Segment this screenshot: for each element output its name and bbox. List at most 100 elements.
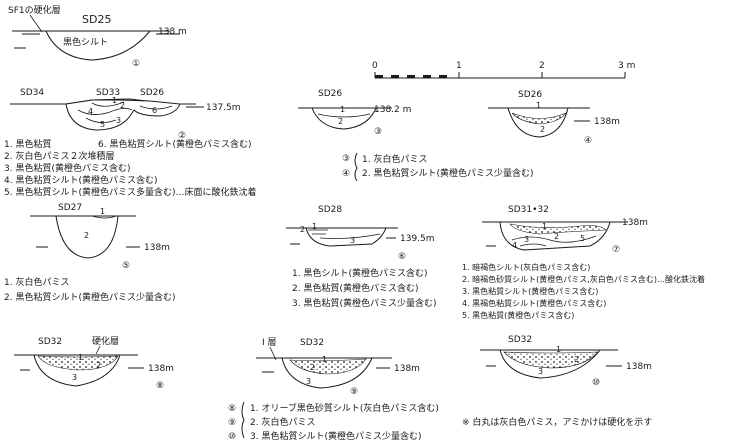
feature-label: SD32 (508, 335, 532, 345)
legend-item: 3. 黒色粘質(黄橙色パミス含む) (4, 162, 130, 174)
layer-3: 3 (350, 236, 355, 245)
legend-profile-7: 1. 暗褐色シルト(灰白色パミス含む) 2. 暗褐色砂質シルト(黄橙色パミス,灰… (462, 262, 705, 320)
layer-3: 3 (306, 377, 311, 386)
layer-3: 3 (524, 235, 529, 244)
layer-2: 2 (310, 363, 315, 372)
hardened-layer-label: 硬化層 (92, 335, 119, 347)
level-label: 138m (594, 117, 620, 127)
legend-item: 4. 黒褐色粘質シルト(黄橙色パミス含む) (462, 298, 606, 308)
profile-number: ④ (584, 136, 592, 146)
legend-item: 2. 灰白色パミス (250, 416, 315, 428)
level-label: 138m (394, 364, 420, 374)
feature-label: SD26 (318, 89, 342, 99)
legend-profile-5: 1. 灰白色パミス 2. 黒色粘質シルト(黄橙色パミス少量含む) (4, 276, 175, 303)
feature-label: SD32 (300, 338, 324, 348)
feature-label: SD32 (38, 337, 62, 347)
legend-item: 2. 黒色粘質(黄橙色パミス含む) (292, 282, 418, 294)
feature-label-sd33: SD33 (96, 88, 120, 98)
legend-profile-8-9-10: ⑧ ⑨ ⑩ 1. オリーブ黒色砂質シルト(灰白色パミス含む) 2. 灰白色パミス… (228, 401, 652, 442)
scale-tick: 0 (372, 61, 378, 71)
legend-profile-num: ⑩ (228, 432, 236, 442)
legend-item: 5. 黒色粘質(黄橙色パミス含む) (462, 310, 574, 320)
legend-profile-num: ④ (342, 169, 350, 179)
level-label: 137.5m (206, 103, 241, 113)
legend-profile-6: 1. 黒色シルト(黄橙色パミス含む) 2. 黒色粘質(黄橙色パミス含む) 3. … (292, 267, 436, 309)
level-label: 138m (626, 362, 652, 372)
layer-1: 1 (556, 345, 561, 354)
pattern-note: ※ 白丸は灰白色パミス，アミかけは硬化を示す (462, 416, 652, 428)
layer-1: 1 (536, 101, 541, 110)
legend-item: 6. 黒色粘質シルト(黄橙色パミス含む) (98, 138, 251, 150)
profile-number: ⑧ (156, 381, 164, 391)
profile-10-sd32: SD32 1 2 3 138m ⑩ (480, 335, 652, 388)
legend-item: 1. 黒色シルト(黄橙色パミス含む) (292, 267, 427, 279)
layer-2: 2 (120, 101, 125, 110)
profile-number: ⑤ (122, 261, 130, 271)
legend-item: 3. 黒色粘質(黄橙色パミス少量含む) (292, 297, 436, 309)
legend-profile-2: 1. 黒色粘質 2. 灰白色パミス２次堆積層 3. 黒色粘質(黄橙色パミス含む)… (4, 138, 256, 198)
profile-1-sd25: SF1の硬化層 SD25 黒色シルト 138 m ① (8, 4, 187, 69)
layer-1: 1 (100, 207, 105, 216)
layer-label: 黒色シルト (63, 36, 108, 48)
profile-8-sd32: SD32 硬化層 1 2 3 138m ⑧ (14, 335, 174, 391)
legend-item: 1. 灰白色パミス (362, 153, 427, 165)
layer-3: 3 (72, 373, 77, 382)
feature-label: SD31•32 (508, 205, 549, 215)
legend-item: 2. 灰白色パミス２次堆積層 (4, 150, 114, 162)
legend-item: 4. 黒色粘質シルト(黄橙色パミス含む) (4, 174, 157, 186)
feature-label-sd34: SD34 (20, 88, 44, 98)
layer-4: 4 (88, 107, 93, 116)
layer-1: 1 (542, 222, 547, 231)
layer-2: 2 (96, 361, 101, 370)
profile-4-sd26: SD26 1 2 138m ④ (488, 90, 620, 146)
layer-2: 2 (338, 117, 343, 126)
profile-5-sd27: SD27 1 2 138m ⑤ (30, 203, 170, 271)
scale-tick: 3 m (618, 61, 635, 71)
layer-2: 2 (300, 225, 305, 234)
layer-3: 3 (116, 116, 121, 125)
layer-2: 2 (574, 355, 579, 364)
level-label: 138.2 m (374, 105, 411, 115)
profile-number: ② (178, 131, 186, 141)
legend-profile-num: ③ (342, 154, 350, 164)
legend-profile-num: ⑧ (228, 404, 236, 414)
profile-number: ③ (374, 127, 382, 137)
layer-2: 2 (554, 232, 559, 241)
profile-6-sd28: SD28 1 2 3 139.5m ⑥ (286, 205, 435, 262)
scale-bar: 0 1 2 3 m (372, 61, 635, 79)
feature-label: SD28 (318, 205, 342, 215)
legend-item: 3. 黒色粘質シルト(黄橙色パミス含む) (462, 286, 598, 296)
layer-1: 1 (340, 105, 345, 114)
layer-1: 1 (322, 355, 327, 364)
layer-2: 2 (540, 125, 545, 134)
level-label: 138m (148, 364, 174, 374)
layer-2: 2 (84, 231, 89, 240)
stratum-label: I 層 (262, 337, 277, 348)
profile-number: ① (132, 59, 140, 69)
legend-item: 3. 黒色粘質シルト(黄橙色パミス少量含む) (250, 430, 421, 442)
scale-tick: 1 (456, 61, 462, 71)
legend-profile-3-4: ③ ④ 1. 灰白色パミス 2. 黒色粘質シルト(黄橙色パミス少量含む) (342, 152, 533, 182)
layer-4: 4 (512, 241, 517, 250)
layer-6: 6 (152, 106, 157, 115)
layer-1: 1 (78, 353, 83, 362)
legend-item: 1. 黒色粘質 (4, 138, 51, 150)
feature-label: SD25 (82, 13, 111, 26)
feature-label-sd26: SD26 (140, 88, 164, 98)
profile-2-sd34-sd33-sd26: SD34 SD33 SD26 1 2 3 4 5 6 137.5m ② (10, 88, 241, 141)
legend-item: 2. 暗褐色砂質シルト(黄橙色パミス,灰白色パミス含む)…酸化鉄沈着 (462, 274, 705, 284)
profile-number: ⑨ (350, 387, 358, 397)
level-label: 138m (622, 218, 648, 228)
legend-item: 5. 黒色粘質シルト(黄橙色パミス多量含む)…床面に酸化鉄沈着 (4, 186, 256, 198)
layer-5: 5 (100, 120, 105, 129)
level-label: 138m (144, 243, 170, 253)
feature-label: SD26 (518, 90, 542, 100)
legend-profile-num: ⑨ (228, 418, 236, 428)
legend-item: 1. 暗褐色シルト(灰白色パミス含む) (462, 262, 590, 272)
profile-number: ⑥ (398, 252, 406, 262)
legend-item: 1. オリーブ黒色砂質シルト(灰白色パミス含む) (250, 402, 439, 414)
feature-label: SD27 (58, 203, 82, 213)
scale-tick: 2 (539, 61, 545, 71)
level-label: 139.5m (400, 234, 435, 244)
